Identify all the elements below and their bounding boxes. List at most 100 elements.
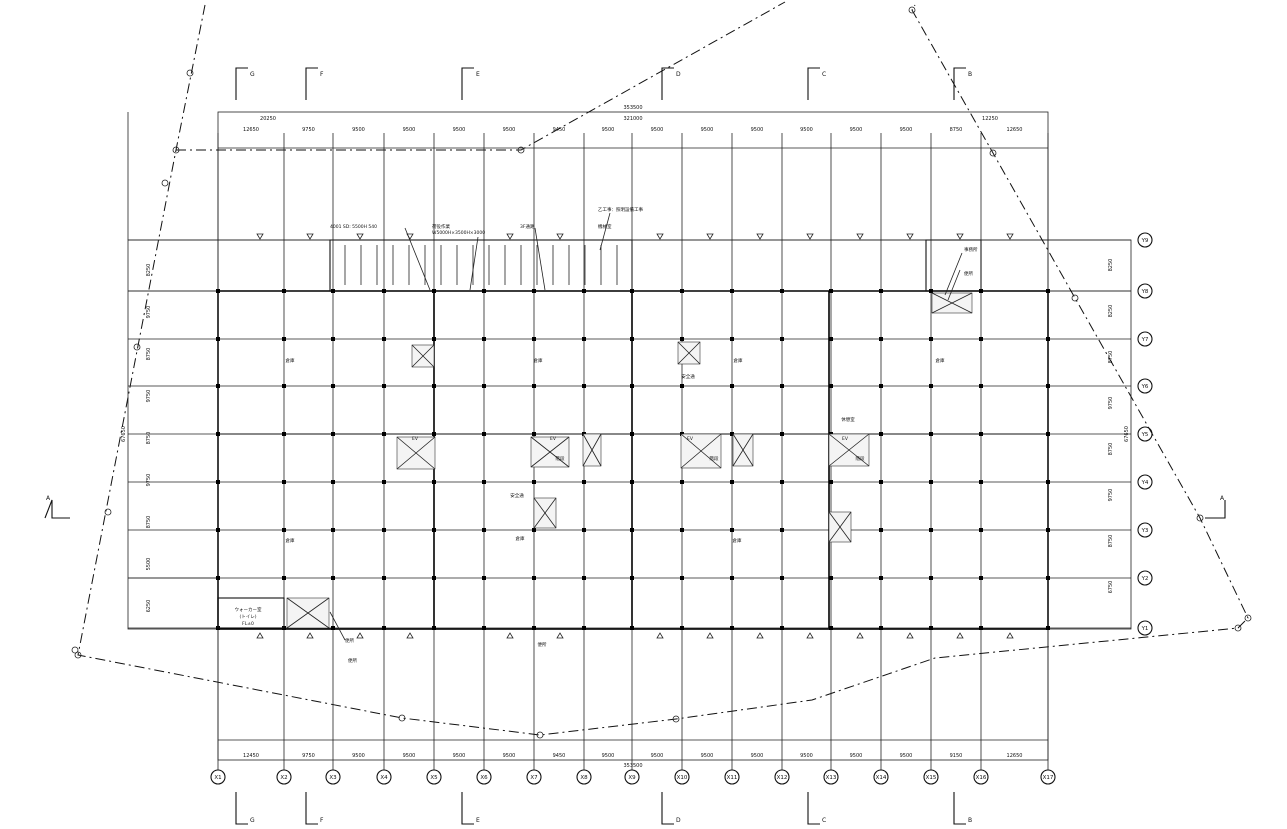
column-marker (1046, 384, 1050, 388)
column-marker (532, 289, 536, 293)
boundary-vertex (672, 715, 680, 723)
section-mark-top (661, 67, 674, 100)
boundary-vertex (1196, 514, 1204, 522)
grid-bubble-x8 (576, 769, 592, 785)
column-marker (282, 384, 286, 388)
grid-label-x3: X3 (329, 775, 337, 781)
facade-marker (756, 632, 764, 639)
boundary-vertex (517, 146, 525, 154)
column-marker (680, 576, 684, 580)
section-mark-bottom (235, 792, 248, 825)
dim-bottom-bay: 12650 (1007, 753, 1023, 759)
annotation-note: ウォーカー室 (235, 606, 262, 613)
dim-top-bay: 9450 (553, 127, 566, 133)
section-mark-top (235, 67, 248, 100)
dim-left-span: 9750 (146, 306, 152, 319)
grid-label-x16: X16 (976, 775, 987, 781)
dim-right-span: 8750 (1108, 535, 1114, 548)
column-marker (929, 480, 933, 484)
annotation-note: 4001 SD: 5500H 540 (330, 224, 377, 230)
column-marker (929, 576, 933, 580)
column-marker (282, 528, 286, 532)
core-room-cross (732, 433, 754, 467)
section-mark-bottom (807, 792, 820, 825)
column-marker (532, 337, 536, 341)
dim-right-total: 67650 (1124, 426, 1130, 442)
column-marker (780, 289, 784, 293)
facade-marker (806, 632, 814, 639)
grid-label-x6: X6 (480, 775, 488, 781)
annotation-note: W5000H×3500H×3000 (432, 230, 485, 236)
column-marker (979, 337, 983, 341)
boundary-vertex (133, 343, 141, 351)
facade-marker (706, 632, 714, 639)
section-mark-top (305, 67, 318, 100)
boundary-vertex (186, 69, 194, 77)
annotation-note: 倉庫 (936, 357, 945, 364)
annotation-note: 3F通路 (520, 223, 535, 230)
grid-bubble-x1 (210, 769, 226, 785)
column-marker (1046, 576, 1050, 580)
column-marker (582, 337, 586, 341)
dim-bottom-bay: 9500 (403, 753, 416, 759)
facade-marker (556, 233, 564, 240)
dim-bottom-bay: 12450 (243, 753, 259, 759)
annotation-note: 倉庫 (733, 537, 742, 544)
section-mark-bottom (661, 792, 674, 825)
dim-top-bay: 9500 (453, 127, 466, 133)
note-leader (599, 212, 611, 251)
grid-bubble-x14 (873, 769, 889, 785)
facade-marker (756, 233, 764, 240)
core-room-cross (828, 433, 870, 467)
grid-label-x15: X15 (926, 775, 937, 781)
grid-label-x14: X14 (876, 775, 887, 781)
grid-bubble-x5 (426, 769, 442, 785)
facade-marker (256, 233, 264, 240)
grid-bubble-y9 (1137, 232, 1153, 248)
note-leader (944, 252, 963, 296)
column-marker (929, 432, 933, 436)
column-markers (216, 233, 1050, 639)
column-marker (582, 576, 586, 580)
section-mark-label: D (676, 71, 681, 78)
grid-label-y7: Y7 (1141, 337, 1149, 343)
dim-left-span: 8750 (146, 348, 152, 361)
annotation-note: (トイレ) (239, 614, 256, 620)
dim-top-bay: 9500 (602, 127, 615, 133)
column-marker (680, 337, 684, 341)
grid-label-x2: X2 (280, 775, 287, 781)
column-marker (979, 626, 983, 630)
core-room-cross (680, 433, 722, 469)
column-marker (879, 626, 883, 630)
dim-right-span: 9750 (1108, 489, 1114, 502)
grid-bubble-y7 (1137, 331, 1153, 347)
boundary-vertex (1244, 614, 1252, 622)
column-marker (929, 337, 933, 341)
annotation-note: EV (687, 436, 694, 442)
column-marker (1046, 480, 1050, 484)
column-marker (482, 289, 486, 293)
column-marker (532, 432, 536, 436)
grid-bubble-x4 (376, 769, 392, 785)
dim-left-span: 8750 (146, 432, 152, 445)
grid-label-x1: X1 (214, 775, 221, 781)
column-marker (382, 626, 386, 630)
facade-marker (506, 233, 514, 240)
grid-bubble-y8 (1137, 283, 1153, 299)
grid-label-x12: X12 (777, 775, 788, 781)
grid-label-y5: Y5 (1141, 432, 1149, 438)
annotation-note: 階段 (556, 455, 565, 462)
column-marker (432, 384, 436, 388)
grid-bubble-x11 (724, 769, 740, 785)
facade-marker (856, 632, 864, 639)
column-marker (879, 528, 883, 532)
boundary-vertex (1234, 624, 1242, 632)
grid-label-y6: Y6 (1141, 384, 1149, 390)
dim-left-span: 9750 (146, 390, 152, 403)
section-mark-bottom (305, 792, 318, 825)
column-marker (216, 576, 220, 580)
column-marker (382, 289, 386, 293)
dim-top-bay: 12650 (1007, 127, 1023, 133)
column-marker (630, 480, 634, 484)
